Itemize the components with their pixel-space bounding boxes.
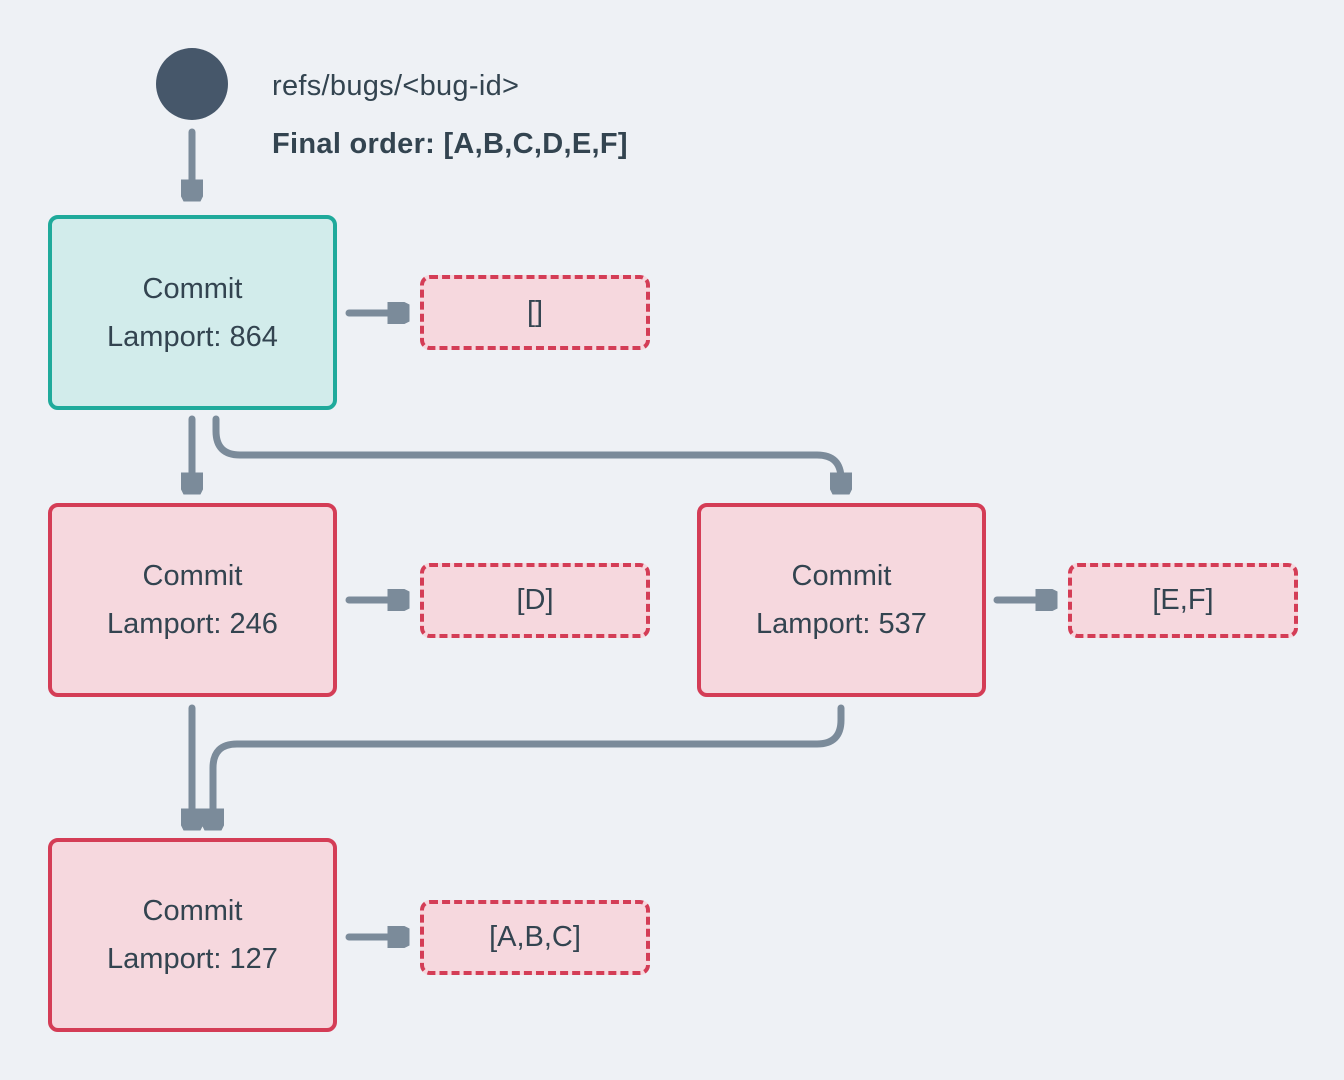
commit-title: Commit xyxy=(791,560,892,592)
payload-node-merge: [A,B,C] xyxy=(420,900,650,975)
commit-title: Commit xyxy=(142,272,243,305)
final-order-label: Final order: [A,B,C,D,E,F] xyxy=(272,128,628,160)
edge-right-to-merge xyxy=(213,704,845,825)
commit-node-right: Commit Lamport: 537 xyxy=(697,503,986,697)
commit-lamport: Lamport: 864 xyxy=(107,320,278,353)
commit-lamport: Lamport: 246 xyxy=(107,608,278,640)
payload-node-root: [] xyxy=(420,275,650,350)
commit-node-root: Commit Lamport: 864 xyxy=(48,215,337,410)
commit-lamport: Lamport: 537 xyxy=(756,608,927,640)
commit-title: Commit xyxy=(142,895,243,927)
commit-node-merge: Commit Lamport: 127 xyxy=(48,838,337,1032)
edge-root-to-right xyxy=(212,415,841,489)
ref-label: refs/bugs/<bug-id> xyxy=(272,70,520,102)
payload-value: [E,F] xyxy=(1152,584,1214,616)
commit-lamport: Lamport: 127 xyxy=(107,943,278,975)
payload-value: [D] xyxy=(516,584,554,616)
commit-title: Commit xyxy=(142,560,243,592)
payload-value: [] xyxy=(526,296,544,328)
payload-value: [A,B,C] xyxy=(489,921,581,953)
payload-node-right: [E,F] xyxy=(1068,563,1298,638)
commit-node-left: Commit Lamport: 246 xyxy=(48,503,337,697)
ref-head-dot-icon xyxy=(156,48,228,120)
payload-node-left: [D] xyxy=(420,563,650,638)
